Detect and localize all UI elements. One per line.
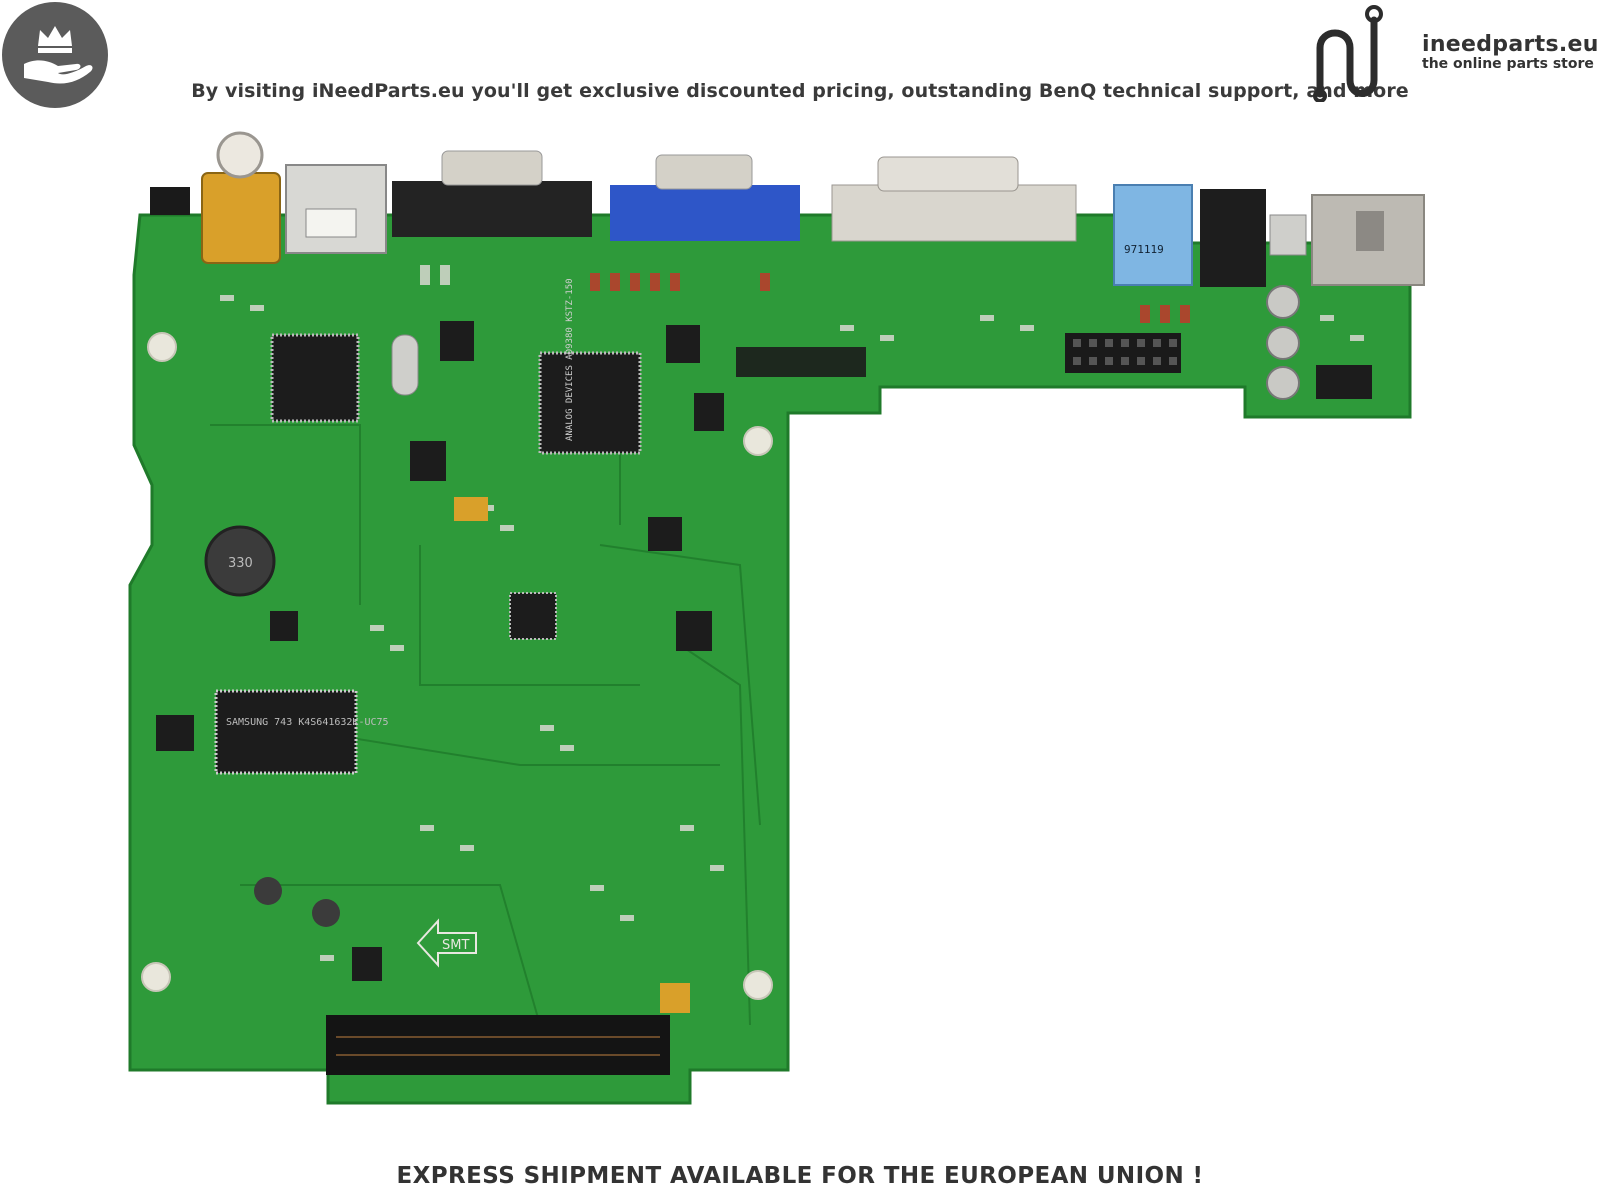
footer-notice: EXPRESS SHIPMENT AVAILABLE FOR THE EUROP… [396,1163,1204,1189]
adc-chip [538,351,642,455]
audio-jack [201,172,281,264]
mounting-holes [141,332,773,1000]
dvi-port-white [831,184,1077,242]
header-tagline: By visiting iNeedParts.eu you'll get exc… [191,80,1409,102]
audio-port-blue [1113,184,1193,286]
inductor [204,525,276,597]
dc-jack [1200,189,1266,287]
connector-label: 971119 [1124,243,1164,256]
inductor-label: 330 [228,556,253,571]
logo-mark-icon [1313,5,1383,102]
memory-chip-label: SAMSUNG 743 K4S641632K-UC75 [226,717,389,728]
svideo-port [285,164,387,254]
smd-components [220,265,1364,981]
memory-chip [214,689,358,775]
capacitors [1266,285,1300,400]
logo-subtitle: the online parts store [1422,56,1594,72]
dvi-port-black [392,181,592,237]
adc-chip-label: ANALOG DEVICES AD9380 KSTZ-150 [565,278,575,441]
edge-connector [326,1015,670,1075]
smt-arrow-icon [416,918,477,968]
smt-label: SMT [442,938,469,953]
main-board-image: 971119 ANALOG DEVICES AD9380 KSTZ-150 33… [128,131,1425,1105]
video-processor-chip [270,333,360,423]
mini-usb-port [1269,214,1307,256]
vga-port-blue [610,185,800,241]
crown-hand-icon [24,26,93,84]
crown-badge [2,2,108,108]
pcb-body [128,213,1412,1105]
logo-name: ineedparts.eu [1422,32,1599,57]
ineedparts-logo[interactable]: ineedparts.eu the online parts store [1313,2,1599,102]
